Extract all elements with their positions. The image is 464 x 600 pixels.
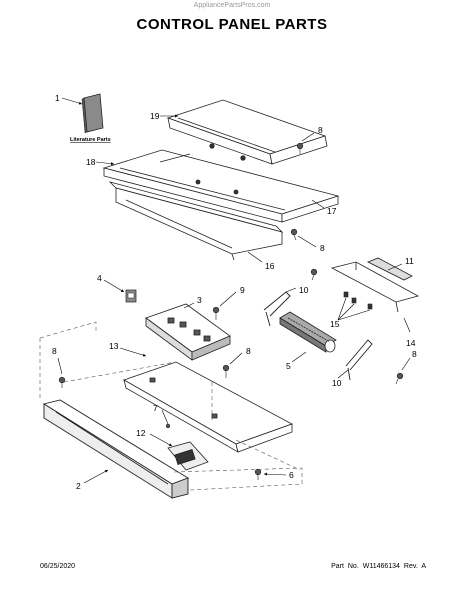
small-clips (343, 291, 373, 310)
callout-1: 1 (55, 93, 60, 103)
literature-booklet: Literature Parts (70, 93, 111, 143)
callout-8-shroud: 8 (320, 243, 325, 253)
callout-6: 6 (289, 470, 294, 480)
callout-3: 3 (197, 295, 202, 305)
callout-numbers: 1 19 8 18 17 8 16 11 4 10 9 3 15 13 5 8 … (52, 93, 417, 491)
rail-bracket (330, 257, 420, 313)
upper-cover (166, 99, 328, 165)
callout-7: 7 (153, 403, 158, 413)
lower-trim-channel (108, 181, 284, 261)
assembly-outline (39, 321, 303, 491)
callout-12: 12 (136, 428, 146, 438)
callout-18: 18 (86, 157, 96, 167)
callout-13: 13 (109, 341, 119, 351)
callout-8-top: 8 (318, 125, 323, 135)
callout-10-lower: 10 (332, 378, 342, 388)
callout-19: 19 (150, 111, 160, 121)
callout-2: 2 (76, 481, 81, 491)
screws (58, 142, 404, 480)
callout-5: 5 (286, 361, 291, 371)
sensor-wire-upper (263, 291, 291, 327)
callout-15: 15 (330, 319, 340, 329)
callout-10-upper: 10 (299, 285, 309, 295)
cooling-fan (279, 311, 337, 353)
callout-11: 11 (405, 256, 414, 266)
callout-8-right: 8 (412, 349, 417, 359)
display-board (167, 441, 209, 471)
callout-14: 14 (406, 338, 416, 348)
callout-8-module: 8 (246, 346, 251, 356)
support-panel (123, 361, 293, 453)
leader-lines (57, 97, 411, 484)
literature-label: Literature Parts (70, 137, 111, 143)
footer-date: 06/25/2020 (40, 563, 76, 570)
footer-part-number: Part No. W11466134 Rev. A (331, 563, 426, 570)
callout-16: 16 (265, 261, 275, 271)
watermark: AppliancePartsPros.com (193, 2, 271, 9)
page-title: CONTROL PANEL PARTS (136, 16, 328, 33)
clip-part (125, 289, 137, 303)
callout-17: 17 (327, 206, 337, 216)
callout-8-left: 8 (52, 346, 57, 356)
front-glass-panel (42, 399, 190, 499)
callout-4: 4 (97, 273, 102, 283)
sensor-wire-lower (345, 339, 373, 381)
callout-9: 9 (240, 285, 245, 295)
control-module (145, 303, 231, 361)
control-shroud (102, 149, 340, 223)
